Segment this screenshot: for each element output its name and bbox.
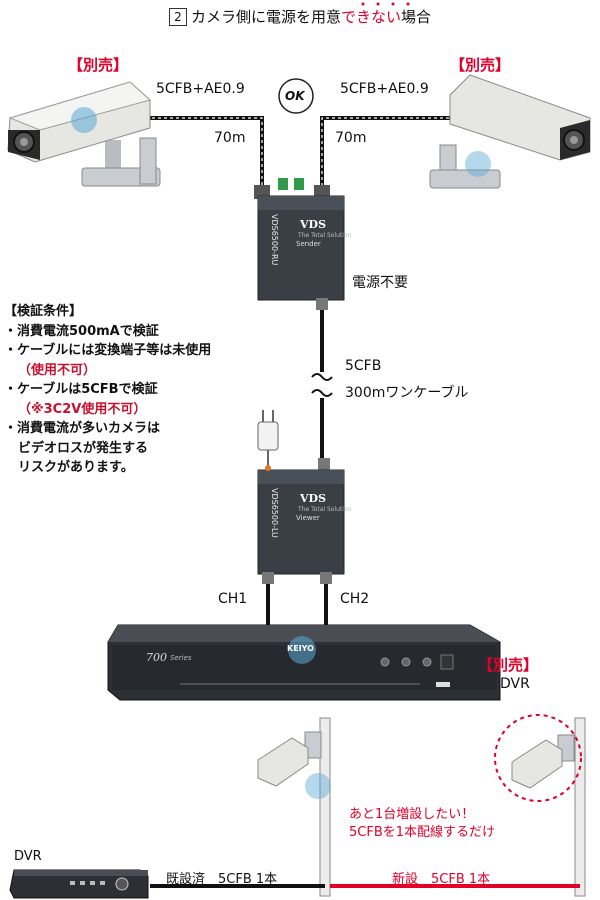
condition-item: ・ケーブルは5CFBで検証 [4,382,158,397]
expansion-note-line1: あと1台増設したい！ [349,807,475,822]
dvr-sold-separately: 【別売】 [478,656,539,674]
sender-device [254,178,345,310]
title-post: 場合 [401,8,432,26]
condition-note: （使用不可） [18,362,97,378]
ok-circle [278,78,314,114]
dvr-logo-sub: Series [170,654,192,662]
condition-item: ・ケーブルには変換端子等は未使用 [4,343,212,358]
camera-top-right [429,74,591,189]
camera-top-left [7,81,161,187]
sender-sub: Sender [296,240,321,248]
emphasis-dots [361,2,410,6]
cable-label-left: 5CFB+AE0.9 [156,81,245,97]
receiver-model: VDS6500-LU [270,488,279,538]
receiver-device [257,410,345,584]
condition-item: ビデオロスが発生する [18,440,149,456]
condition-note: （※3C2V使用不可） [18,401,147,417]
condition-item: ・消費電流500mAで検証 [4,323,159,339]
channel-1-label: CH1 [218,591,248,607]
cable-break [311,373,333,397]
dvr-logo: 700 [146,651,167,664]
no-power-label: 電源不要 [352,275,408,291]
bottom-dvr-label: DVR [14,849,42,864]
channel-2-label: CH2 [340,591,370,607]
watermark: KEIYO [287,644,314,653]
receiver-brand-tag: The Total Solution [298,506,352,513]
power-lines [140,117,455,198]
length-left: 70m [214,130,246,146]
bottom-section [9,714,586,899]
expansion-note: あと1台増設したい！ 5CFBを1本配線するだけ [349,806,495,842]
ok-label: OK [285,89,305,103]
conditions-heading: 【検証条件】 [4,304,83,319]
sold-separately-right: 【別売】 [450,56,511,74]
receiver-brand: VDS [300,492,327,505]
sold-separately-left: 【別売】 [68,56,129,74]
length-right: 70m [335,130,367,146]
sender-model: VDS6500-RU [270,214,279,266]
verification-conditions: 【検証条件】 ・消費電流500mAで検証 ・ケーブルには変換端子等は未使用 （使… [4,302,264,478]
condition-item: リスクがあります。 [18,460,134,475]
dvr-middle [107,624,501,701]
title-number: 2 [168,8,187,26]
cable-label-right: 5CFB+AE0.9 [340,81,429,97]
mid-cable-length: 300mワンケーブル [345,385,469,401]
title-emphasis: できない [340,8,401,26]
title-pre: カメラ側に電源を用意 [190,8,341,26]
mid-cable-type: 5CFB [345,358,382,374]
dvr-label: DVR [500,676,530,692]
sender-brand-tag: The Total Solution [298,232,352,239]
expansion-note-line2: 5CFBを1本配線するだけ [349,825,496,840]
receiver-sub: Viewer [296,514,320,522]
new-cable-label: 新設 5CFB 1本 [392,872,491,887]
sender-brand: VDS [300,218,327,231]
existing-cable-label: 既設済 5CFB 1本 [166,872,278,887]
condition-item: ・消費電流が多いカメラは [4,421,161,436]
